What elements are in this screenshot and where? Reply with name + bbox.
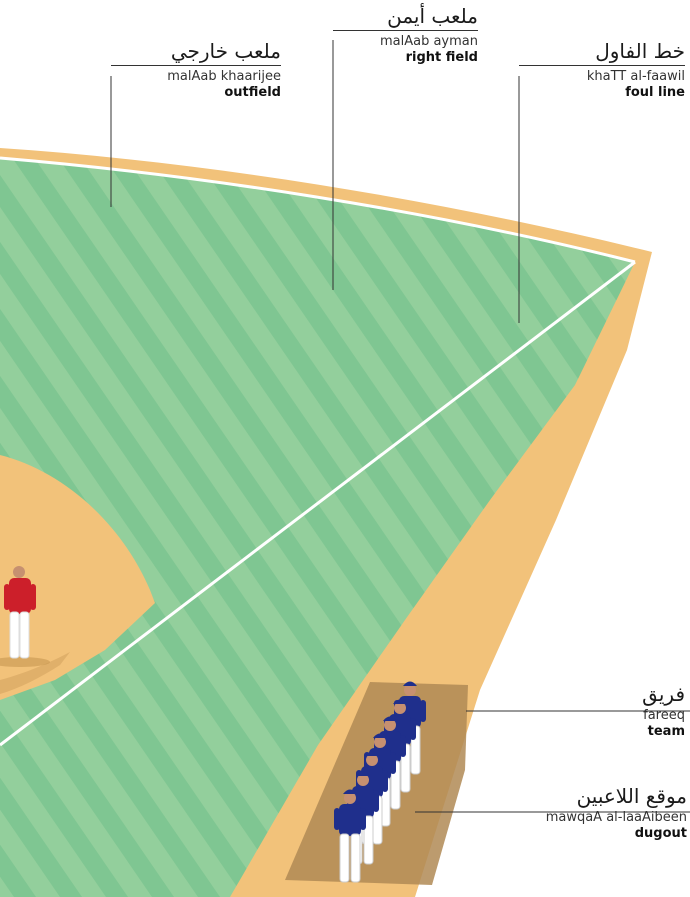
label-team-english: team xyxy=(540,724,685,740)
label-foulline-arabic: خط الفاول xyxy=(519,40,685,62)
label-rightfield: ملعب أيمن malAab ayman right field xyxy=(333,5,478,67)
label-team-arabic: فريق xyxy=(540,683,685,705)
label-foulline: خط الفاول khaTT al-faawil foul line xyxy=(519,40,685,102)
label-foulline-rule xyxy=(519,65,685,66)
label-outfield-translit: malAab khaarijee xyxy=(111,69,281,85)
label-rightfield-translit: malAab ayman xyxy=(333,34,478,50)
label-rightfield-rule xyxy=(333,30,478,31)
label-dugout-arabic: موقع اللاعبين xyxy=(480,785,687,807)
label-team-translit: fareeq xyxy=(540,708,685,724)
label-outfield-rule xyxy=(111,65,281,66)
label-dugout: موقع اللاعبين mawqaA al-laaAibeen dugout xyxy=(480,785,687,843)
label-rightfield-arabic: ملعب أيمن xyxy=(333,5,478,27)
label-outfield-english: outfield xyxy=(111,85,281,101)
label-foulline-english: foul line xyxy=(519,85,685,101)
label-rightfield-english: right field xyxy=(333,50,478,66)
label-outfield-arabic: ملعب خارجي xyxy=(111,40,281,62)
label-team: فريق fareeq team xyxy=(540,683,685,741)
label-dugout-translit: mawqaA al-laaAibeen xyxy=(480,810,687,826)
label-outfield: ملعب خارجي malAab khaarijee outfield xyxy=(111,40,281,102)
label-foulline-translit: khaTT al-faawil xyxy=(519,69,685,85)
label-dugout-english: dugout xyxy=(480,826,687,842)
